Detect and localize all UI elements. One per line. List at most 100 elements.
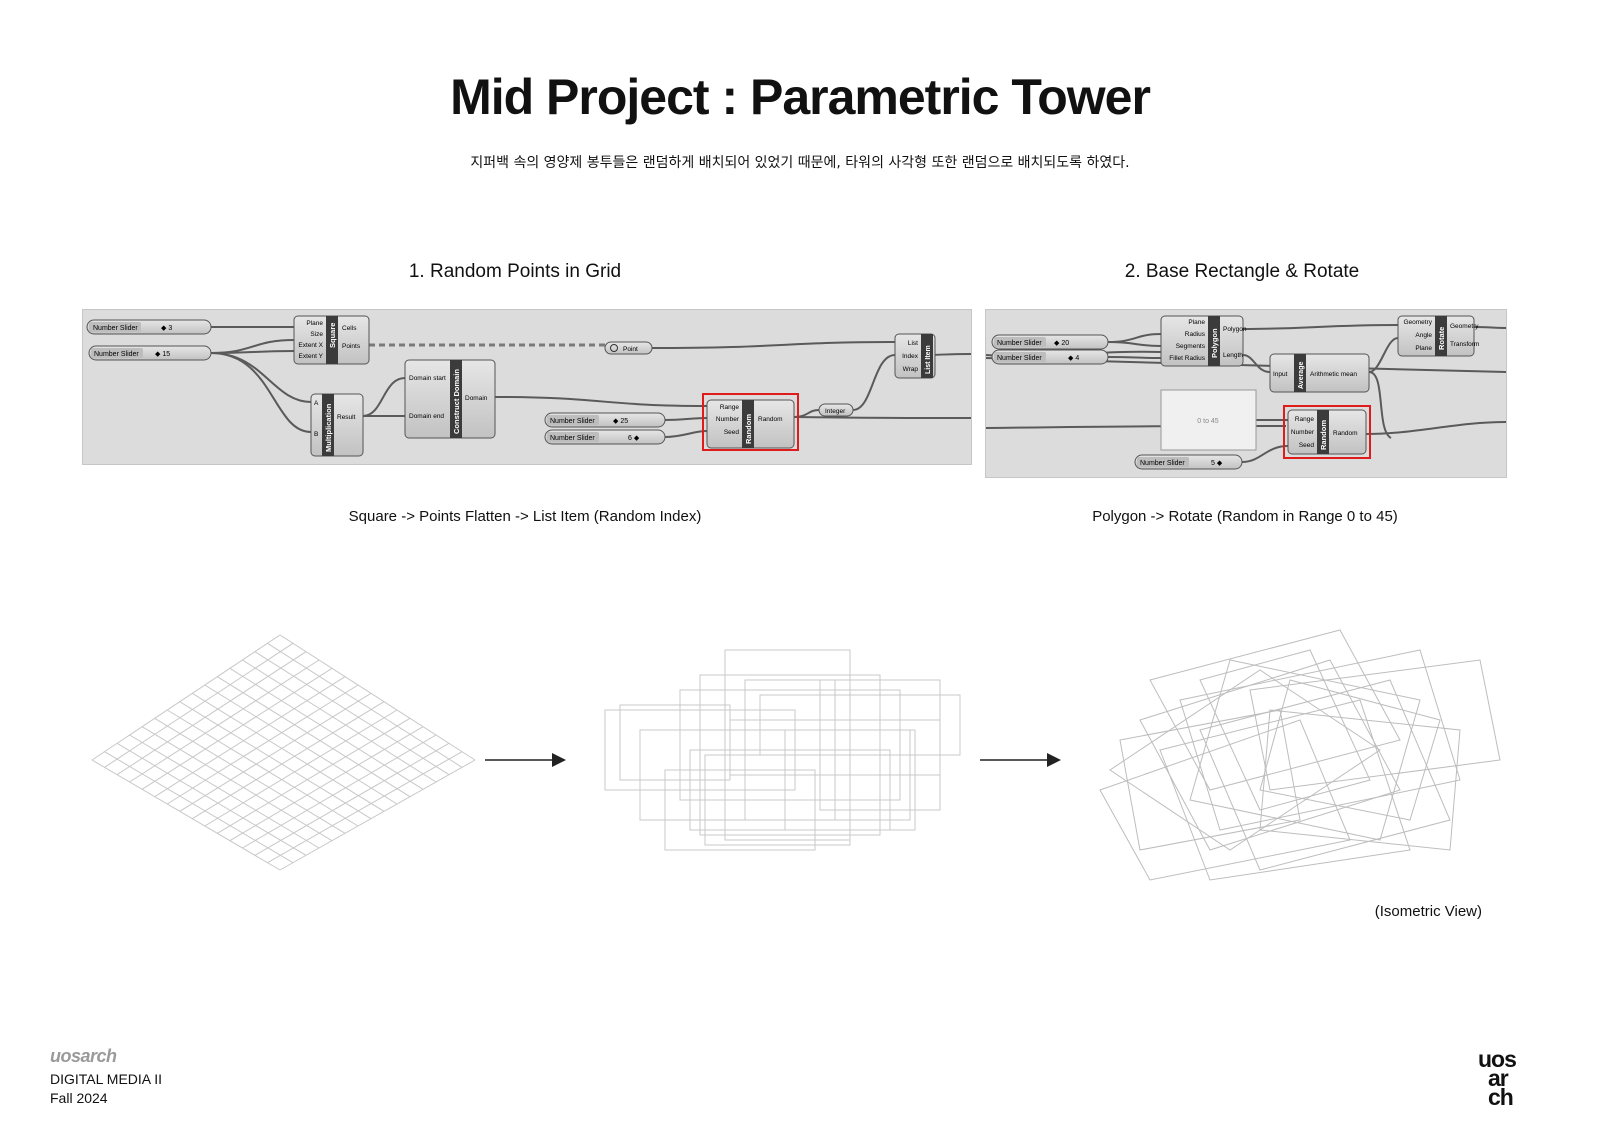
component-name: Rotate: [1437, 327, 1446, 350]
grasshopper-definition-1: Number Slider ◆ 3 Number Slider ◆ 15 Num…: [82, 309, 972, 465]
panel-text: 0 to 45: [1197, 418, 1219, 425]
slider-label: Number Slider: [550, 418, 595, 425]
slider-label: Number Slider: [93, 325, 138, 332]
param-label: B: [314, 431, 318, 438]
grid-line: [229, 726, 424, 842]
gh2-slider-radius[interactable]: Number Slider ◆ 20: [991, 334, 1109, 350]
grid-line: [116, 742, 307, 856]
grid-line: [204, 684, 398, 805]
param-label: Plane: [1188, 319, 1205, 326]
logo-line: ch: [1488, 1084, 1514, 1110]
param-label: Point: [623, 346, 638, 353]
grid-line: [254, 651, 450, 776]
param-label: List: [908, 340, 918, 347]
gh1-slider-extent[interactable]: Number Slider ◆ 15: [88, 345, 212, 361]
param-label: Domain end: [409, 413, 444, 420]
slider-label: Number Slider: [1140, 460, 1185, 467]
param-label: Seed: [1299, 442, 1315, 449]
component-name: Random: [1319, 420, 1328, 450]
gh1-square-component[interactable]: Square Plane Size Extent X Extent Y Cell…: [293, 315, 370, 365]
param-label: Seed: [724, 429, 740, 436]
grid-line: [104, 751, 294, 864]
param-label: Random: [1333, 430, 1358, 437]
section-1-caption: Square -> Points Flatten -> List Item (R…: [348, 508, 702, 525]
param-label: Domain start: [409, 375, 446, 382]
grid-line: [204, 709, 398, 827]
grid-line: [154, 676, 346, 798]
gh1-list-item-component[interactable]: List Item List Index Wrap: [894, 333, 936, 379]
grid-line: [192, 701, 385, 820]
param-label: Plane: [1415, 345, 1432, 352]
gh2-panel-range[interactable]: 0 to 45: [1160, 389, 1257, 451]
param-label: Length: [1223, 352, 1243, 359]
highlight-box: [702, 393, 799, 451]
grasshopper-definition-2: Number Slider ◆ 20 Number Slider ◆ 4 Num…: [985, 309, 1507, 478]
param-label: Angle: [1415, 332, 1432, 339]
gh1-point-param[interactable]: Point: [604, 341, 653, 355]
section-2-caption: Polygon -> Rotate (Random in Range 0 to …: [1092, 508, 1398, 525]
param-label: Result: [337, 414, 356, 421]
param-label: Domain: [465, 395, 488, 402]
grid-line: [279, 634, 476, 761]
gh1-multiplication-component[interactable]: Multiplication A B Result: [310, 393, 364, 457]
param-label: A: [314, 400, 319, 407]
slider-label: Number Slider: [94, 351, 139, 358]
gh1-slider-number[interactable]: Number Slider ◆ 25: [544, 412, 666, 428]
gh2-polygon-component[interactable]: Polygon Plane Radius Segments Fillet Rad…: [1160, 315, 1247, 367]
grid-line: [91, 634, 281, 761]
arrow-icon: [485, 753, 566, 767]
gh1-canvas: Number Slider ◆ 3 Number Slider ◆ 15 Num…: [86, 315, 972, 457]
grid-line: [141, 726, 333, 842]
arrow-icon: [980, 753, 1061, 767]
slider-label: Number Slider: [550, 435, 595, 442]
component-name: Construct Domain: [452, 369, 461, 434]
slider-value: ◆ 3: [161, 325, 172, 332]
logo-line: uos: [1478, 1046, 1517, 1072]
grid-line: [166, 709, 359, 827]
grid-line: [279, 759, 476, 871]
component-name: Average: [1298, 362, 1305, 389]
grid-line: [267, 642, 463, 768]
grid-line: [179, 692, 372, 812]
gh1-integer-param[interactable]: Integer: [818, 403, 854, 417]
param-label: Random: [758, 416, 783, 423]
slider-value: ◆ 15: [155, 351, 170, 358]
param-label: Integer: [825, 408, 846, 415]
param-label: Segments: [1176, 343, 1206, 350]
grid-line: [116, 651, 307, 776]
gh2-slider-segments[interactable]: Number Slider ◆ 4: [991, 349, 1109, 365]
slider-value: ◆ 4: [1068, 355, 1079, 362]
component-name: Multiplication: [324, 403, 333, 452]
param-label: Number: [716, 416, 740, 423]
gh1-random-component[interactable]: Random Range Number Seed Random: [702, 393, 799, 451]
grid-line: [254, 742, 450, 856]
slider-label: Number Slider: [997, 340, 1042, 347]
grid-line: [129, 734, 320, 849]
gh1-slider-size[interactable]: Number Slider ◆ 3: [86, 319, 212, 335]
gh2-average-component[interactable]: Average Input Arithmetic mean: [1269, 353, 1370, 393]
param-label: Cells: [342, 325, 357, 332]
param-label: Extent X: [298, 342, 323, 349]
gh2-rotate-component[interactable]: Rotate Geometry Angle Plane Geometry Tra…: [1397, 315, 1479, 357]
gh1-construct-domain-component[interactable]: Construct Domain Domain start Domain end…: [404, 359, 496, 439]
param-label: Radius: [1185, 331, 1206, 338]
gh2-slider-seed[interactable]: Number Slider 5 ◆: [1134, 454, 1243, 470]
isometric-view-label: (Isometric View): [1374, 903, 1482, 920]
section-1-heading: 1. Random Points in Grid: [408, 261, 622, 282]
uosarch-logo: uosarch: [50, 1046, 117, 1066]
section-2-heading: 2. Base Rectangle & Rotate: [1124, 261, 1360, 282]
slider-label: Number Slider: [997, 355, 1042, 362]
gh2-random-component[interactable]: Random Range Number Seed Random: [1283, 405, 1371, 459]
param-label: Geometry: [1403, 319, 1432, 326]
gh1-slider-seed[interactable]: Number Slider 6 ◆: [544, 429, 666, 445]
logo-line: ar: [1488, 1065, 1509, 1091]
grid-line: [242, 659, 437, 783]
component-name: Random: [744, 414, 753, 444]
course-term: Fall 2024: [50, 1090, 108, 1106]
grid-line: [154, 717, 346, 834]
grid-line: [166, 684, 359, 805]
param-label: Points: [342, 343, 361, 350]
course-name: DIGITAL MEDIA II: [50, 1071, 163, 1087]
slider-value: 5 ◆: [1211, 460, 1223, 467]
param-label: Input: [1273, 371, 1288, 378]
